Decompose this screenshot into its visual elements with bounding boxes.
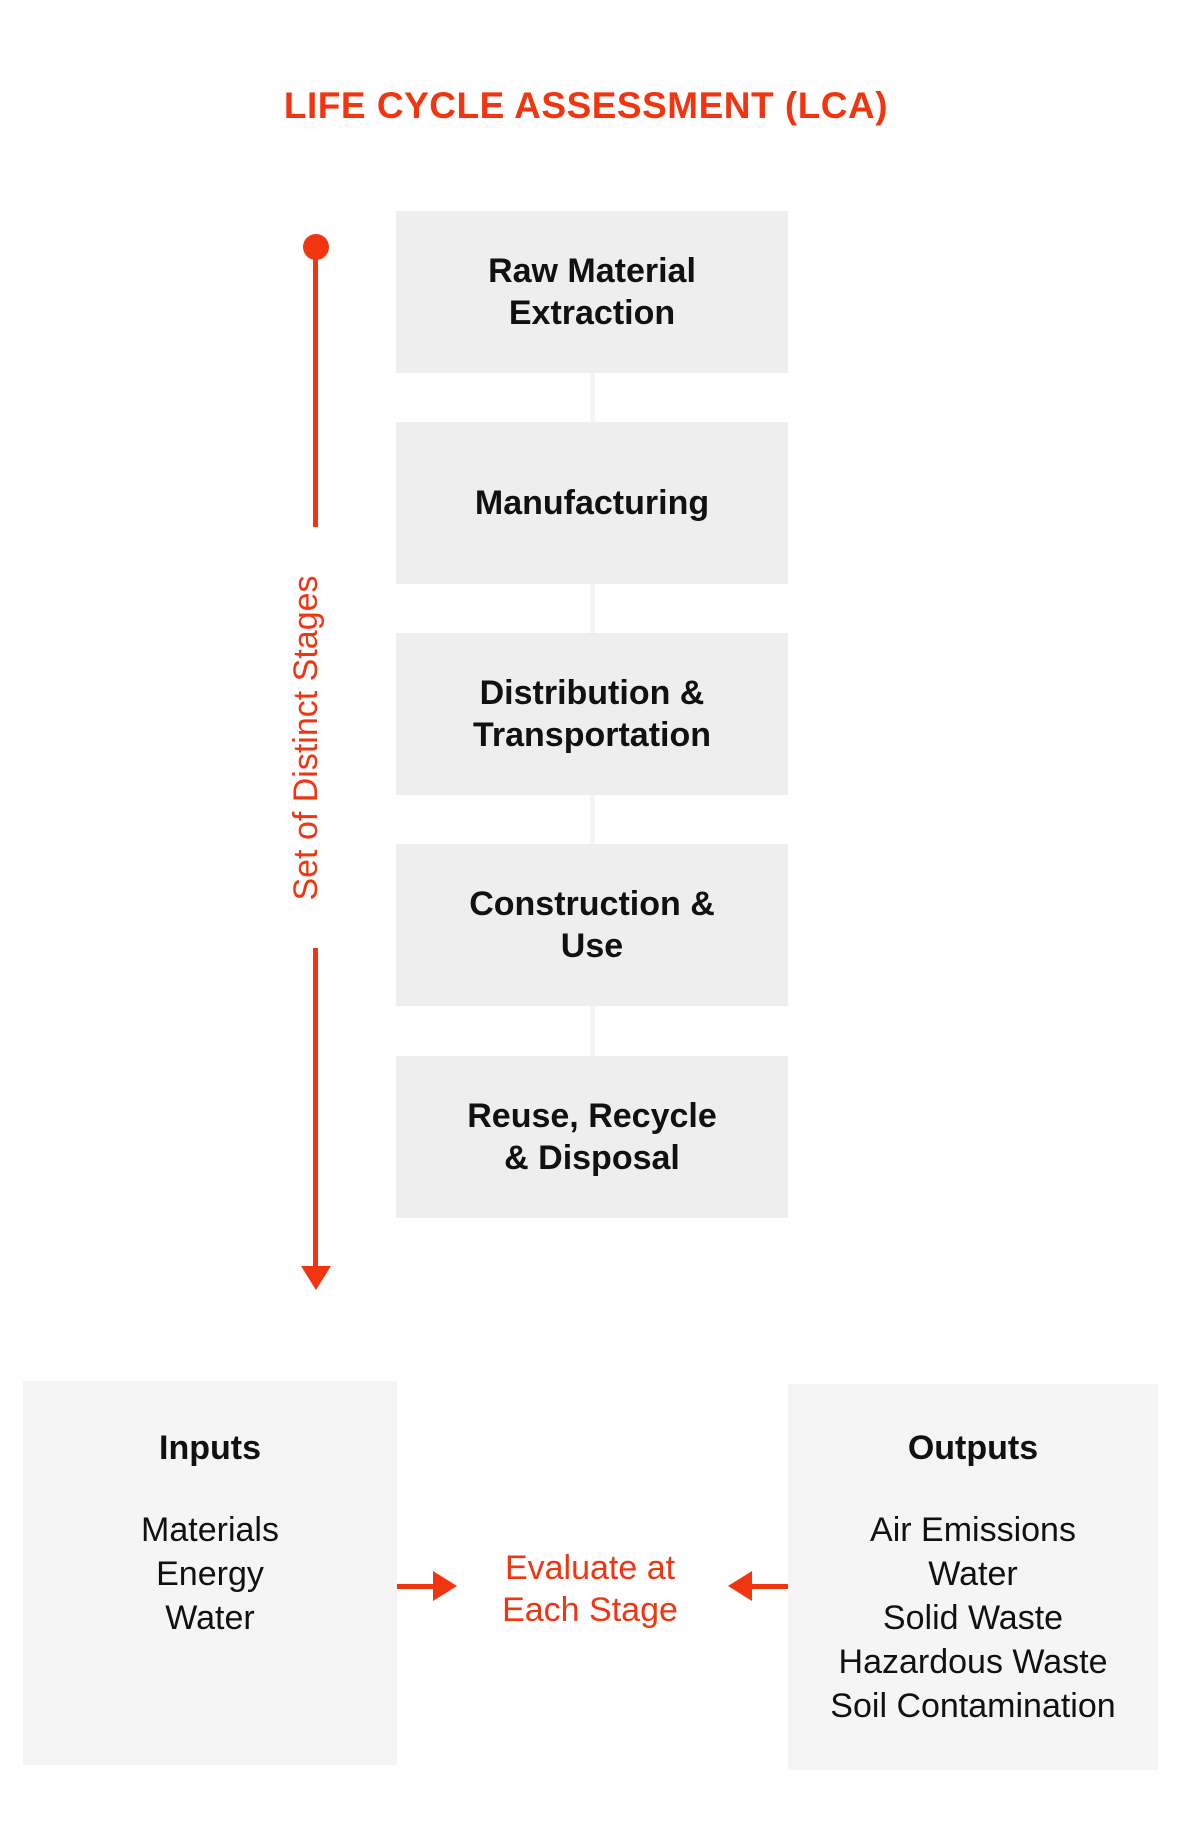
- stage-box-reuse-recycle-disposal: Reuse, Recycle & Disposal: [396, 1056, 788, 1218]
- outputs-item-solid-waste: Solid Waste: [882, 1599, 1064, 1637]
- inputs-item-energy: Energy: [156, 1555, 264, 1593]
- outputs-list: Air Emissions Water Solid Waste Hazardou…: [788, 1508, 1158, 1728]
- timeline-label: Set of Distinct Stages: [286, 575, 325, 901]
- down-arrowhead-icon: [301, 1266, 331, 1290]
- stage-box-manufacturing: Manufacturing: [396, 422, 788, 584]
- stage-box-construction-use: Construction & Use: [396, 844, 788, 1006]
- timeline-line-upper: [313, 247, 318, 527]
- outputs-item-air-emissions: Air Emissions: [870, 1511, 1076, 1549]
- stage-connector: [590, 583, 595, 633]
- evaluate-label: Evaluate at Each Stage: [502, 1549, 678, 1629]
- outputs-item-hazardous-waste: Hazardous Waste: [838, 1643, 1108, 1681]
- page-title: LIFE CYCLE ASSESSMENT (LCA): [283, 85, 889, 126]
- outputs-box: Outputs Air Emissions Water Solid Waste …: [788, 1384, 1158, 1770]
- inputs-list: Materials Energy Water: [23, 1508, 397, 1640]
- inputs-item-water: Water: [165, 1599, 255, 1637]
- inputs-arrow-shaft: [397, 1584, 433, 1589]
- stage-connector: [590, 795, 595, 845]
- outputs-heading: Outputs: [907, 1429, 1039, 1467]
- timeline-line-lower: [313, 948, 318, 1268]
- left-arrowhead-icon: [728, 1571, 752, 1601]
- outputs-item-water: Water: [928, 1555, 1018, 1593]
- stage-connector: [590, 1006, 595, 1056]
- inputs-box: Inputs Materials Energy Water: [23, 1381, 397, 1765]
- outputs-arrow-shaft: [752, 1584, 788, 1589]
- stage-box-distribution-transportation: Distribution & Transportation: [396, 633, 788, 795]
- inputs-heading: Inputs: [159, 1429, 261, 1467]
- stage-connector: [590, 373, 595, 423]
- right-arrowhead-icon: [433, 1571, 457, 1601]
- inputs-item-materials: Materials: [141, 1511, 279, 1549]
- stage-box-raw-material-extraction: Raw Material Extraction: [396, 211, 788, 373]
- outputs-item-soil-contamination: Soil Contamination: [830, 1687, 1116, 1725]
